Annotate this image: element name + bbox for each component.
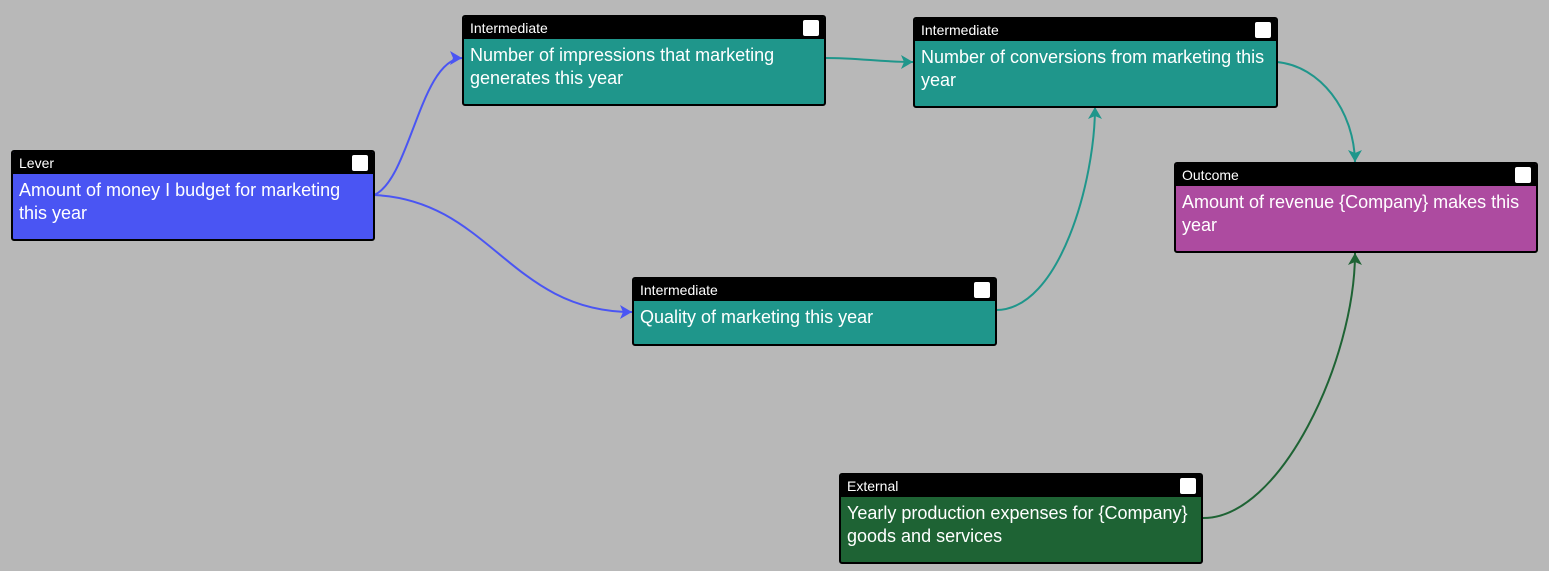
node-quality[interactable]: Intermediate Quality of marketing this y… [632, 277, 997, 346]
node-checkbox[interactable] [1255, 22, 1271, 38]
arrowhead-revenue-top [1348, 150, 1362, 162]
node-lever-budget[interactable]: Lever Amount of money I budget for marke… [11, 150, 375, 241]
arrowhead-revenue-bottom [1348, 253, 1362, 265]
node-checkbox[interactable] [1515, 167, 1531, 183]
node-text: Number of impressions that marketing gen… [470, 45, 775, 88]
edge-lever-to-impressions [373, 57, 463, 196]
arrowhead-quality [620, 305, 632, 319]
node-impressions[interactable]: Intermediate Number of impressions that … [462, 15, 826, 106]
node-header: External [841, 475, 1201, 497]
node-text: Amount of revenue {Company} makes this y… [1182, 192, 1520, 235]
node-revenue[interactable]: Outcome Amount of revenue {Company} make… [1174, 162, 1538, 253]
node-body: Quality of marketing this year [634, 301, 995, 329]
node-category-label: Intermediate [921, 22, 999, 38]
node-header: Intermediate [915, 19, 1276, 41]
node-text: Yearly production expenses for {Company}… [847, 503, 1188, 546]
edge-impressions-to-conversions [824, 57, 914, 63]
node-checkbox[interactable] [974, 282, 990, 298]
node-text: Amount of money I budget for marketing t… [19, 180, 341, 223]
edge-quality-to-conversions [995, 106, 1096, 311]
node-category-label: Intermediate [640, 282, 718, 298]
node-category-label: External [847, 478, 899, 494]
node-header: Lever [13, 152, 373, 174]
node-category-label: Intermediate [470, 20, 548, 36]
node-body: Yearly production expenses for {Company}… [841, 497, 1201, 548]
arrowhead-conversions-left [901, 55, 913, 69]
edge-expenses-to-revenue [1201, 252, 1356, 520]
node-header: Intermediate [634, 279, 995, 301]
node-body: Number of impressions that marketing gen… [464, 39, 824, 90]
node-header: Intermediate [464, 17, 824, 39]
edge-conversions-to-revenue [1276, 61, 1356, 163]
edge-lever-to-quality [373, 194, 633, 313]
node-checkbox[interactable] [352, 155, 368, 171]
node-header: Outcome [1176, 164, 1536, 186]
node-text: Quality of marketing this year [640, 307, 874, 327]
node-checkbox[interactable] [803, 20, 819, 36]
node-text: Number of conversions from marketing thi… [921, 47, 1265, 90]
node-category-label: Outcome [1182, 167, 1239, 183]
node-checkbox[interactable] [1180, 478, 1196, 494]
arrowhead-impressions [450, 51, 462, 65]
arrowhead-conversions-bottom [1088, 107, 1102, 119]
node-body: Number of conversions from marketing thi… [915, 41, 1276, 92]
node-conversions[interactable]: Intermediate Number of conversions from … [913, 17, 1278, 108]
node-category-label: Lever [19, 155, 55, 171]
node-body: Amount of money I budget for marketing t… [13, 174, 373, 225]
node-expenses[interactable]: External Yearly production expenses for … [839, 473, 1203, 564]
node-body: Amount of revenue {Company} makes this y… [1176, 186, 1536, 237]
